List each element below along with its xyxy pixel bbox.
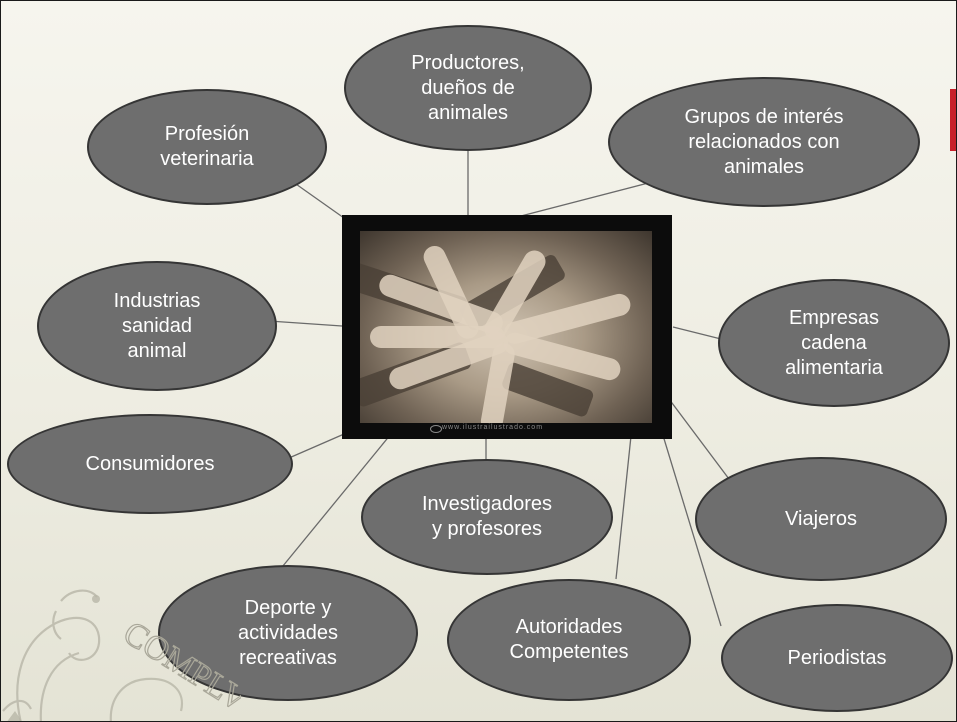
connector-periodistas — [657, 418, 722, 627]
connector-industrias — [268, 320, 343, 327]
eye-icon — [430, 425, 442, 433]
university-seal-watermark: COMPLV — [2, 589, 241, 721]
connector-deporte — [268, 433, 392, 584]
node-periodistas: Periodistas — [721, 604, 953, 712]
node-viajeros: Viajeros — [695, 457, 947, 581]
node-grupos-interes: Grupos de interés relacionados con anima… — [608, 77, 920, 207]
node-empresas-cadena: Empresas cadena alimentaria — [718, 279, 950, 407]
connector-grupos — [520, 180, 657, 217]
hands-together-photo — [360, 231, 652, 423]
center-photo-frame: www.ilustrailustrado.com — [342, 215, 672, 439]
seal-text: COMPLV — [117, 614, 241, 719]
node-deporte: Deporte y actividades recreativas — [158, 565, 418, 701]
edge-accent-bar — [950, 89, 956, 151]
node-consumidores: Consumidores — [7, 414, 293, 514]
photo-watermark: www.ilustrailustrado.com — [442, 424, 544, 431]
connector-autoridades — [615, 435, 632, 580]
connector-consumidores — [288, 430, 352, 459]
node-profesion-veterinaria: Profesión veterinaria — [87, 89, 327, 205]
node-productores: Productores, dueños de animales — [344, 25, 592, 151]
node-autoridades: Autoridades Competentes — [447, 579, 691, 701]
node-investigadores: Investigadores y profesores — [361, 459, 613, 575]
connector-viajeros — [668, 398, 730, 480]
node-industrias-sanidad: Industrias sanidad animal — [37, 261, 277, 391]
